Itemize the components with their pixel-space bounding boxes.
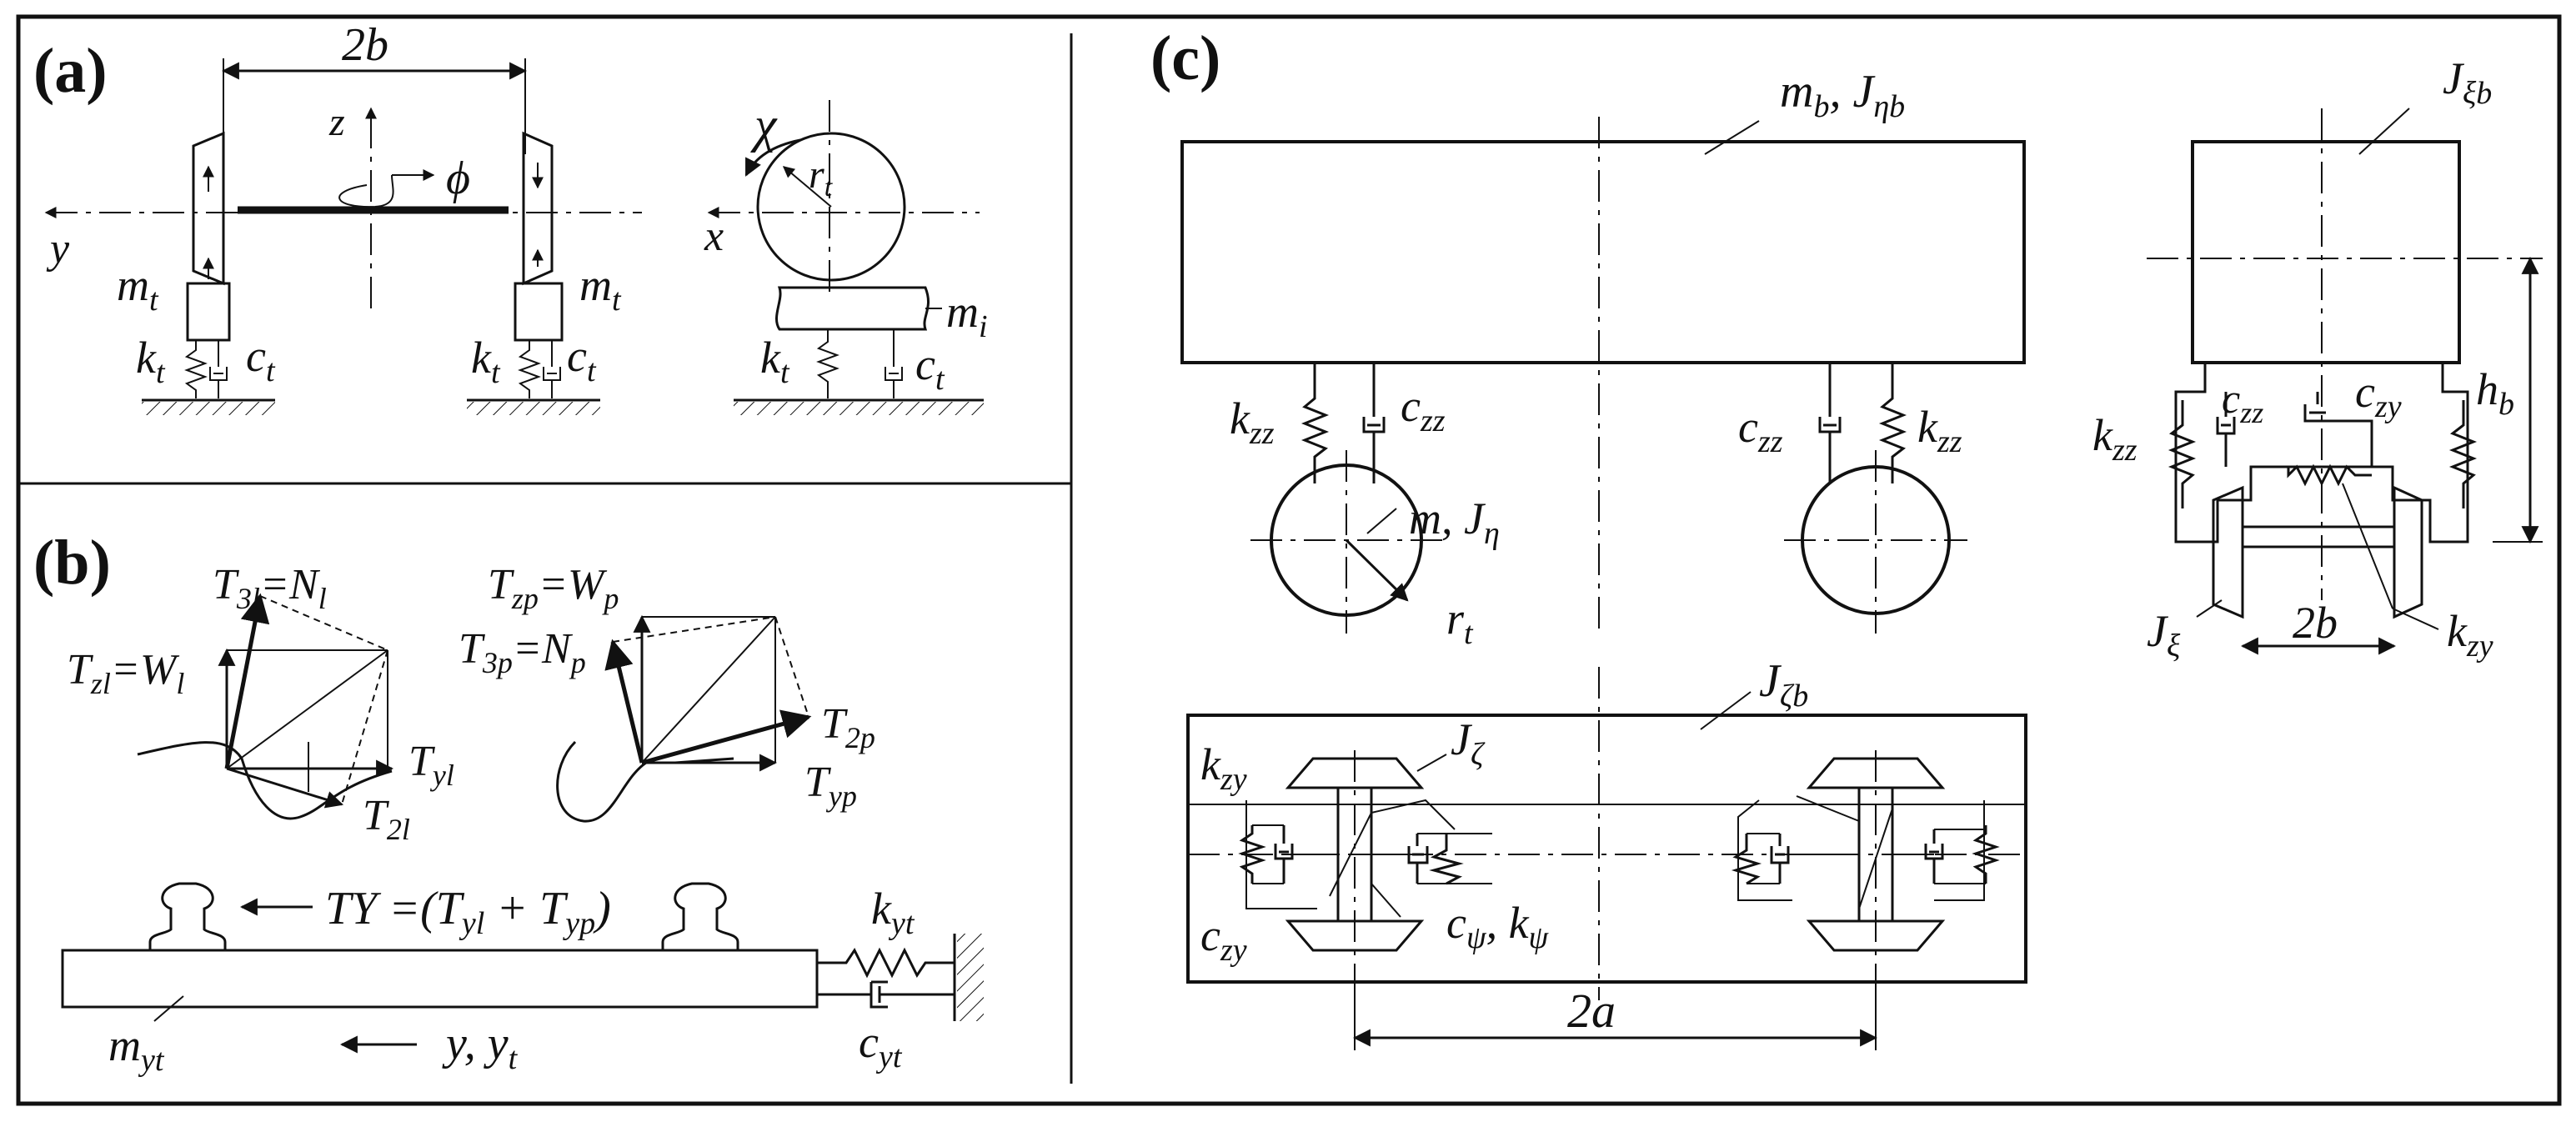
- plan-left-bogie: [1238, 750, 1492, 1000]
- panel-a: (a) 2b y z ϕ mt: [33, 19, 988, 415]
- kyt-label: kyt: [871, 884, 915, 941]
- left-mass-mt: [186, 282, 231, 342]
- Tyl-label: Tyl: [408, 738, 454, 792]
- end-left-spring-kzz: [2168, 400, 2197, 508]
- Tzp-label: Tzp=Wp: [488, 561, 619, 615]
- panel-c-label: (c): [1150, 23, 1220, 93]
- right-spring-kt: [518, 340, 541, 398]
- end-right-spring-kzy: [2448, 400, 2478, 508]
- track-damper-cyt: [817, 980, 955, 1009]
- end-czy-label: czy: [2355, 367, 2402, 424]
- side-ct-label: ct: [915, 339, 945, 397]
- side-left-czz-label: czz: [1401, 381, 1446, 438]
- axis-x-label: x: [704, 213, 724, 260]
- hb-label: hb: [2476, 364, 2514, 422]
- left-ct-label: ct: [246, 331, 276, 388]
- end-2b-label: 2b: [2293, 598, 2338, 648]
- side-right-damper-czz: [1818, 363, 1842, 483]
- end-bogie-frame: [2174, 363, 2469, 543]
- end-center-damper-czy: [2303, 392, 2373, 467]
- phi-rotation-arrow: [338, 174, 394, 208]
- Jzetab-label: Jζb: [1759, 655, 1808, 714]
- rt-radius: [782, 166, 832, 208]
- T2l-label: T2l: [363, 792, 410, 846]
- right-ct-label: ct: [567, 331, 597, 388]
- carbody-side: [1180, 140, 2026, 364]
- end-left-damper-czz: [2216, 392, 2236, 467]
- dim-2b-a-label: 2b: [342, 19, 388, 71]
- panel-c: (c) mb, Jηb kzz czz m, Jη rt czz kzz Jξb: [1150, 23, 2543, 1050]
- Typ-label: Typ: [804, 759, 857, 813]
- outer-frame: [16, 14, 2562, 1106]
- y-yt-label: y, yt: [442, 1018, 519, 1076]
- mb-Jeta-label: mb, Jηb: [1780, 66, 1905, 124]
- chi-arrow: [744, 138, 801, 177]
- end-kzy-label: kzy: [2447, 606, 2493, 664]
- cpsi-kpsi-label: cψ, kψ: [1446, 898, 1550, 955]
- left-rail: [148, 882, 227, 950]
- axis-z-label: z: [328, 100, 345, 144]
- right-force-diagram: [556, 614, 812, 823]
- carbody-plan: [1186, 714, 2027, 984]
- plan-right-bogie: [1731, 750, 2000, 1000]
- Jzeta-label: Jζ: [1451, 714, 1486, 772]
- panel-a-label: (a): [33, 36, 108, 106]
- side-kt-label: kt: [760, 333, 790, 390]
- end-center-spring-kzy: [2287, 463, 2372, 487]
- left-force-diagram: [137, 593, 394, 820]
- mi-label: mi: [946, 287, 988, 344]
- end-czz-label: czz: [2222, 375, 2263, 429]
- left-spring-kt: [184, 340, 208, 398]
- plan-czy-label: czy: [1200, 910, 1247, 968]
- mass-mi: [774, 286, 930, 331]
- Jxi-label: Jξ: [2147, 606, 2181, 664]
- side-rt-label: rt: [809, 153, 834, 203]
- dimension-2b-a: 2b: [221, 19, 528, 154]
- side-left-spring-kzz: [1301, 363, 1330, 483]
- axis-y-label: y: [46, 225, 70, 273]
- end-kzz-label: kzz: [2092, 410, 2137, 468]
- end-left-wheel: [2212, 485, 2244, 619]
- TY-label: TY =(Tyl + Typ): [325, 883, 611, 941]
- left-damper-ct: [209, 340, 228, 398]
- side-rt-label-c: rt: [1446, 594, 1474, 651]
- track-beam-myt: [61, 949, 819, 1009]
- panel-b-label: (b): [33, 528, 111, 598]
- right-mt-label: mt: [579, 260, 622, 318]
- carbody-end: [2191, 140, 2461, 364]
- Tzl-label: Tzl=Wl: [67, 646, 184, 700]
- side-spring-kt: [816, 329, 839, 398]
- plan-kzy-label: kzy: [1200, 739, 1247, 797]
- end-axle: [2241, 525, 2396, 548]
- chi-label: χ: [750, 98, 778, 153]
- right-mass-mt: [514, 282, 564, 342]
- side-left-kzz-label: kzz: [1230, 393, 1275, 451]
- cyt-label: cyt: [859, 1017, 903, 1074]
- side-left-damper-czz: [1362, 363, 1386, 483]
- right-kt-label: kt: [471, 333, 501, 390]
- track-wall-hatch: [957, 934, 984, 1021]
- left-mt-label: mt: [117, 260, 159, 318]
- left-kt-label: kt: [136, 333, 166, 390]
- T3p-label: T3p=Np: [459, 625, 586, 679]
- myt-label: myt: [108, 1020, 165, 1078]
- m-Jeta-label: m, Jη: [1409, 493, 1500, 551]
- right-damper-ct: [543, 340, 561, 398]
- dim-2a-label: 2a: [1567, 984, 1616, 1038]
- panel-b: (b) T3l=Nl Tzl=Wl Tyl T2l: [33, 528, 984, 1078]
- right-wheel: [522, 131, 554, 286]
- side-right-kzz-label: kzz: [1917, 402, 1962, 459]
- side-right-czz-label: czz: [1738, 402, 1783, 459]
- T3l-label: T3l=Nl: [213, 561, 327, 615]
- end-right-wheel: [2393, 485, 2423, 619]
- side-wheel: [756, 132, 906, 282]
- side-damper-ct: [885, 329, 903, 398]
- side-right-spring-kzz: [1878, 363, 1907, 483]
- T2p-label: T2p: [821, 700, 875, 754]
- Jxib-label: Jξb: [2443, 53, 2492, 111]
- phi-label: ϕ: [446, 153, 470, 204]
- right-rail: [661, 882, 739, 950]
- track-spring-kyt: [817, 947, 955, 979]
